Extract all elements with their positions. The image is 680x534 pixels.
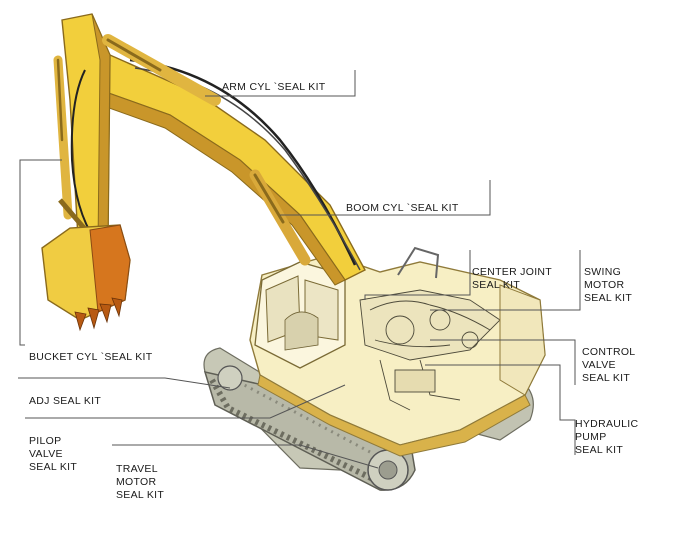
- leader-center-joint: [364, 250, 471, 300]
- label-hydraulic-pump-seal-kit: HYDRAULIC PUMP SEAL KIT: [575, 418, 638, 457]
- label-line: PUMP: [575, 431, 607, 443]
- boom: [89, 54, 366, 286]
- label-swing-motor-seal-kit: SWING MOTOR SEAL KIT: [584, 266, 632, 305]
- label-line: SEAL KIT: [29, 461, 78, 473]
- leader-travel-motor: [112, 444, 379, 469]
- label-line: CONTROL: [582, 346, 636, 358]
- label-adj-seal-kit: ADJ SEAL KIT: [29, 395, 102, 407]
- label-pilop-valve-seal-kit: PILOP VALVE SEAL KIT: [29, 435, 77, 474]
- leader-control-valve: [430, 339, 576, 385]
- leader-pilop-valve: [25, 384, 346, 419]
- label-line: HYDRAULIC: [575, 418, 639, 430]
- leader-bucket-cyl: [19, 159, 62, 346]
- label-line: MOTOR: [116, 476, 157, 488]
- leader-swing-motor: [430, 250, 581, 311]
- label-travel-motor-seal-kit: TRAVEL MOTOR SEAL KIT: [116, 463, 164, 502]
- track-assembly: [203, 347, 534, 491]
- label-line: VALVE: [582, 359, 616, 371]
- label-line: SEAL KIT: [575, 444, 624, 456]
- label-line: MOTOR: [584, 279, 625, 291]
- leader-arm-cyl: [205, 70, 356, 97]
- arm: [53, 13, 221, 252]
- leader-hydraulic-pump: [425, 364, 576, 455]
- label-arm-cyl-seal-kit: ARM CYL `SEAL KIT: [222, 81, 326, 93]
- label-line: SEAL KIT: [582, 372, 631, 384]
- label-line: CENTER JOINT: [472, 266, 553, 278]
- upper-structure: [249, 246, 546, 457]
- leader-lines: [18, 70, 581, 469]
- label-line: SEAL KIT: [116, 489, 165, 501]
- label-bucket-cyl-seal-kit: BUCKET CYL `SEAL KIT: [29, 351, 153, 363]
- label-line: TRAVEL: [116, 463, 158, 475]
- leader-adj: [18, 377, 231, 389]
- label-line: PILOP: [29, 435, 62, 447]
- label-control-valve-seal-kit: CONTROL VALVE SEAL KIT: [582, 346, 635, 385]
- label-line: SWING: [584, 266, 622, 278]
- leader-boom-cyl: [280, 180, 491, 216]
- label-line: SEAL KIT: [584, 292, 633, 304]
- label-boom-cyl-seal-kit: BOOM CYL `SEAL KIT: [346, 202, 459, 214]
- label-line: SEAL KIT: [472, 279, 521, 291]
- label-center-joint-seal-kit: CENTER JOINT SEAL KIT: [472, 266, 552, 292]
- label-line: VALVE: [29, 448, 63, 460]
- bucket: [41, 224, 131, 332]
